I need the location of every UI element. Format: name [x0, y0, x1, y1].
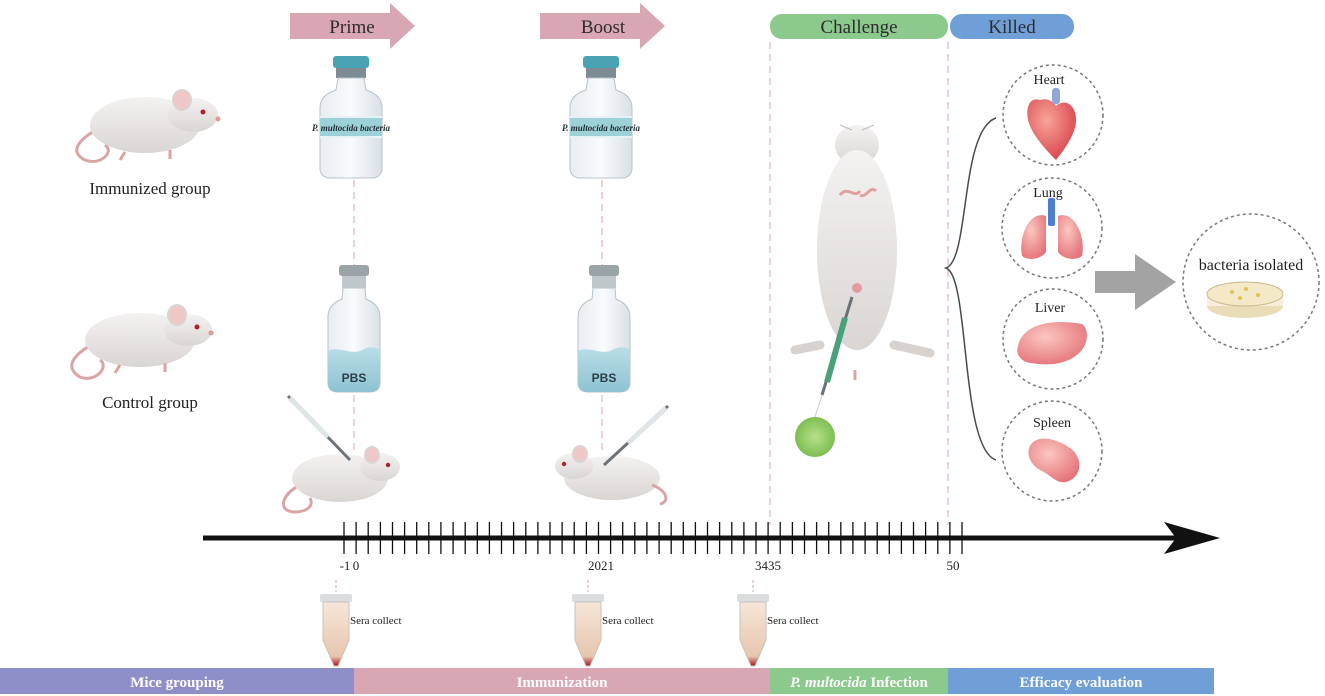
bacteria-vial-label: P. multocida bacteria — [562, 123, 641, 133]
phase-bar-efficacy — [948, 668, 1214, 694]
timeline-ticks — [343, 522, 963, 554]
phase-bar-grouping — [0, 668, 354, 694]
prime-label: Prime — [329, 17, 374, 38]
spleen-circle: Spleen — [1001, 400, 1103, 502]
sera-collect-label: Sera collect — [767, 615, 819, 627]
prime-arrow: Prime — [290, 3, 415, 49]
boost-arrow: Boost — [540, 3, 665, 49]
timeline: -1 0 2021 3435 50 — [203, 522, 1220, 573]
liver-circle: Liver — [1002, 288, 1104, 390]
liver-label: Liver — [1035, 301, 1066, 316]
sera-tube-2: Sera collect — [572, 580, 654, 667]
tick-label-0: 0 — [353, 558, 360, 573]
timeline-arrowhead — [1164, 522, 1220, 554]
bacteria-vial-prime: P. multocida bacteria — [312, 56, 391, 179]
spleen-label: Spleen — [1033, 416, 1071, 431]
organ-bracket — [943, 117, 997, 461]
immunized-mouse — [75, 89, 221, 163]
control-mouse — [70, 304, 214, 380]
phase-label-immunization: Immunization — [517, 675, 609, 691]
bacteria-vial-label: P. multocida bacteria — [312, 123, 391, 133]
prime-syringe — [286, 394, 352, 462]
challenge-mouse — [790, 124, 935, 380]
spleen-icon — [1028, 438, 1080, 483]
culture-connector — [814, 394, 823, 418]
bacteria-vial-boost: P. multocida bacteria — [562, 56, 641, 179]
petri-dish-icon — [1206, 281, 1284, 318]
lung-label: Lung — [1033, 186, 1063, 201]
phase-bar-infection — [770, 668, 948, 694]
killed-pill: Killed — [950, 14, 1074, 39]
boost-label: Boost — [581, 17, 626, 38]
pbs-vial-label: PBS — [592, 371, 617, 385]
bacteria-culture-icon — [795, 417, 835, 457]
tick-label-34-35: 3435 — [755, 558, 781, 573]
sera-tube-3: Sera collect — [737, 580, 819, 667]
control-group-label: Control group — [102, 393, 198, 412]
heart-circle: Heart — [1002, 64, 1104, 166]
lung-icon — [1021, 198, 1083, 259]
boost-injection-mouse — [555, 445, 668, 506]
lung-circle: Lung — [1001, 177, 1103, 279]
phase-bar: Mice grouping Immunization P. multocida … — [0, 668, 1214, 694]
result-label: bacteria isolated — [1199, 257, 1303, 274]
challenge-syringe — [820, 296, 854, 396]
tick-label-50: 50 — [947, 558, 960, 573]
phase-label-mice-grouping: Mice grouping — [130, 675, 224, 691]
guide-lines — [353, 42, 949, 525]
tick-label-minus1: -1 — [340, 558, 351, 573]
tick-label-20-21: 2021 — [588, 558, 614, 573]
killed-label: Killed — [988, 17, 1036, 38]
phase-bar-immunization — [354, 668, 770, 694]
sera-tube-1: Sera collect — [320, 580, 402, 667]
heart-label: Heart — [1033, 73, 1064, 88]
phase-label-efficacy: Efficacy evaluation — [1020, 675, 1144, 691]
result-arrow — [1095, 254, 1176, 310]
pbs-vial-prime: PBS — [327, 265, 381, 393]
challenge-label: Challenge — [820, 17, 897, 38]
pbs-vial-boost: PBS — [577, 265, 631, 393]
sera-collect-label: Sera collect — [350, 615, 402, 627]
prime-injection-mouse — [282, 446, 400, 514]
result-circle: bacteria isolated — [1182, 213, 1320, 351]
immunized-group-label: Immunized group — [89, 179, 210, 198]
sera-collect-label: Sera collect — [602, 615, 654, 627]
challenge-pill: Challenge — [770, 14, 948, 39]
phase-label-infection-word: Infection — [867, 675, 929, 691]
pbs-vial-label: PBS — [342, 371, 367, 385]
liver-icon — [1017, 322, 1087, 365]
boost-syringe — [602, 404, 670, 467]
phase-label-infection: P. multocida Infection — [790, 675, 928, 691]
heart-icon — [1027, 99, 1076, 160]
phase-label-infection-species: P. multocida — [790, 675, 867, 691]
